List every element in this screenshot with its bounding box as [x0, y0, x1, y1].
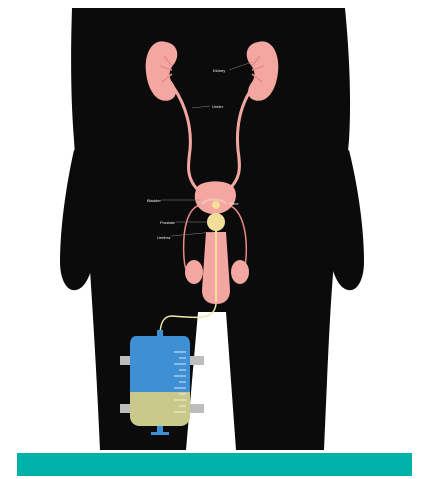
- footer-bar: [17, 453, 412, 476]
- label-urethra: Urethra: [157, 235, 171, 240]
- label-urine: Urine: [229, 201, 239, 206]
- left-testis: [185, 260, 203, 284]
- catheter-balloon: [212, 201, 220, 209]
- label-kidney: Kidney: [213, 68, 225, 73]
- right-testis: [231, 260, 249, 284]
- urine-bag-icon: [130, 330, 190, 435]
- label-bladder: Bladder: [147, 198, 161, 203]
- drain-valve-handle: [151, 432, 169, 435]
- bag-inlet: [157, 330, 163, 338]
- urine-level: [130, 392, 190, 426]
- label-prostate: Prostate: [160, 220, 176, 225]
- label-urine-group: Urine: [229, 201, 239, 206]
- label-ureter: Ureter: [212, 104, 224, 109]
